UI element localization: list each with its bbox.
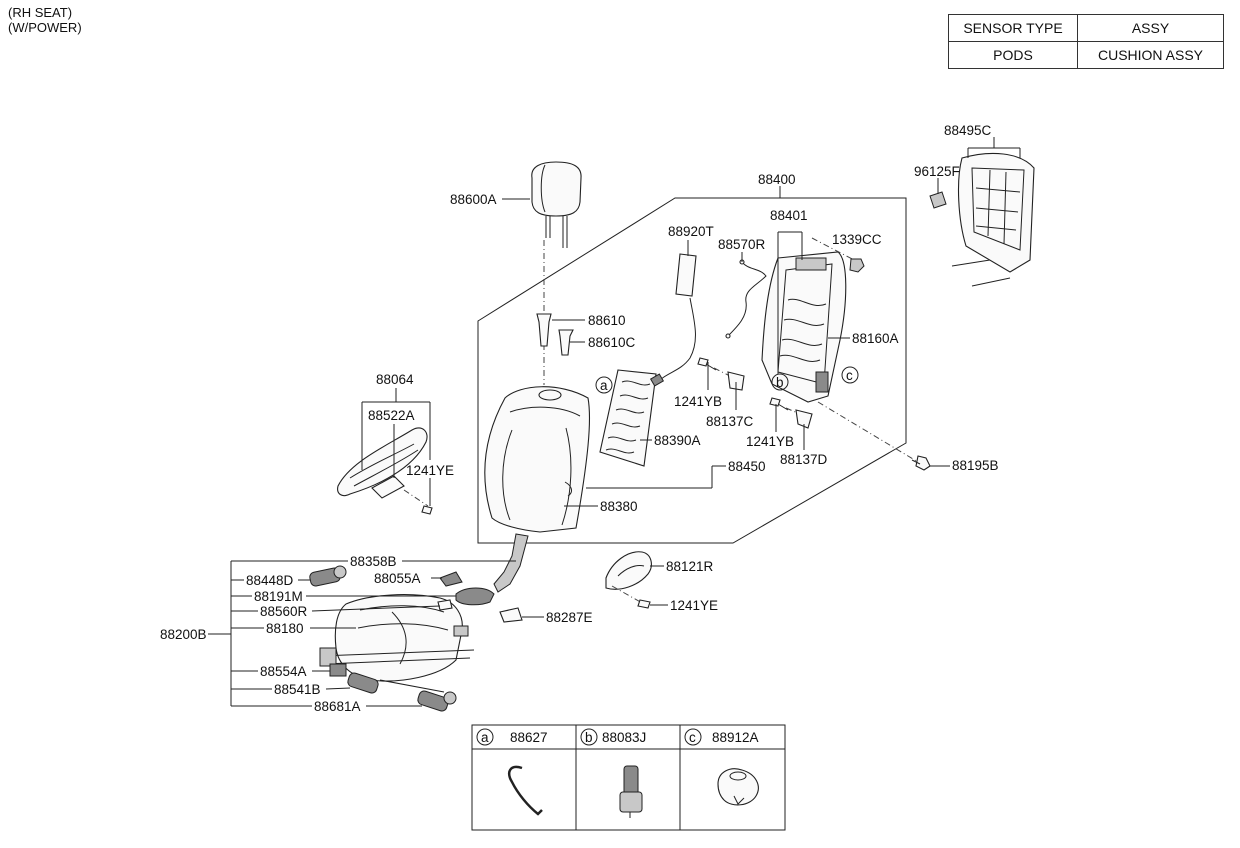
legend-part-number: 88912A (712, 730, 759, 745)
label-88191m: 88191M (254, 589, 303, 604)
bolt-88195b-axis (817, 401, 919, 463)
label-88570r: 88570R (718, 237, 766, 252)
label-1241ye: 1241YE (406, 463, 454, 478)
label-1241yb: 1241YB (674, 394, 722, 409)
label-88541b: 88541B (274, 682, 321, 697)
clip-88055a-drawing (439, 571, 463, 587)
seat-back-pad-drawing (599, 369, 657, 467)
seat-back-frame-drawing (761, 251, 847, 403)
label-88448d: 88448D (246, 573, 294, 588)
seat-power-label: (W/POWER) (8, 20, 82, 35)
label-88681a: 88681A (314, 699, 361, 714)
motor-88448d-drawing (309, 565, 347, 587)
spec-key: SENSOR TYPE (948, 14, 1078, 42)
label-96125f: 96125F (914, 164, 960, 179)
label-88610: 88610 (588, 313, 626, 328)
callout-b-circle (771, 373, 789, 391)
label-88137d: 88137D (780, 452, 828, 467)
nut-1339cc-drawing (849, 258, 865, 273)
label-88920t: 88920T (668, 224, 714, 239)
push-clip-icon (717, 768, 759, 806)
label-88287e: 88287E (546, 610, 593, 625)
legend-cell-a: a 88627 (476, 728, 548, 816)
seat-cushion-drawing (319, 594, 475, 693)
label-88121r: 88121R (666, 559, 714, 574)
spec-table: SENSOR TYPE ASSY PODS CUSHION ASSY (948, 14, 1224, 69)
bolt-88195b-drawing (911, 455, 931, 471)
label-88390a: 88390A (654, 433, 701, 448)
motor-88681a-drawing (417, 690, 457, 712)
leader-lines (208, 137, 1021, 707)
label-88554a: 88554A (260, 664, 307, 679)
side-airbag-drawing (649, 253, 697, 387)
label-88522a: 88522A (368, 408, 415, 423)
label-88358b: 88358B (350, 554, 397, 569)
label-88180: 88180 (266, 621, 304, 636)
callout-a-circle (595, 376, 613, 394)
label-88560r: 88560R (260, 604, 308, 619)
label-1241yb: 1241YB (746, 434, 794, 449)
legend-letter: b (585, 730, 593, 745)
callout-a-letter: a (600, 378, 608, 393)
legend-letter: c (689, 730, 696, 745)
actuator-icon (619, 765, 643, 818)
pods-sensor-drawing (437, 587, 495, 611)
seat-side-label: (RH SEAT) (8, 5, 73, 20)
callout-c-letter: c (846, 368, 853, 383)
part-labels: 88600A 88610 88610C 88400 88401 88920T 8… (160, 123, 999, 714)
headrest-guide-drawing (536, 313, 574, 356)
headrest-drawing (531, 161, 582, 248)
label-88401: 88401 (770, 208, 808, 223)
label-88055a: 88055A (374, 571, 421, 586)
spec-key: PODS (948, 41, 1078, 69)
label-88400: 88400 (758, 172, 796, 187)
legend-box: a 88627 b 88083J c 88912A (471, 724, 786, 831)
module-88554a-drawing (329, 663, 347, 677)
label-1339cc: 1339CC (832, 232, 882, 247)
seat-back-cover-drawing (484, 386, 591, 533)
motor-88541b-drawing (347, 672, 379, 694)
label-88495c: 88495C (944, 123, 992, 138)
label-88064: 88064 (376, 372, 414, 387)
label-88200b: 88200B (160, 627, 207, 642)
label-88450: 88450 (728, 459, 766, 474)
label-88160a: 88160A (852, 331, 899, 346)
label-88600a: 88600A (450, 192, 497, 207)
label-88137c: 88137C (706, 414, 754, 429)
seat-back-panel-drawing (929, 152, 1035, 287)
callout-b-letter: b (776, 375, 784, 390)
spec-value: CUSHION ASSY (1077, 41, 1224, 69)
bolt-bracket-drawing (697, 357, 813, 429)
shield-88121r-drawing (605, 551, 652, 609)
legend-cell-b: b 88083J (580, 728, 646, 818)
label-88195b: 88195B (952, 458, 999, 473)
callout-c-circle (841, 366, 859, 384)
seat-back-assembly-outline (477, 197, 907, 544)
legend-part-number: 88627 (510, 730, 548, 745)
label-88610c: 88610C (588, 335, 636, 350)
label-88380: 88380 (600, 499, 638, 514)
spec-row: PODS CUSHION ASSY (948, 41, 1224, 69)
legend-cell-c: c 88912A (684, 728, 759, 806)
side-shield-drawing (337, 427, 433, 515)
clip-wire-icon (508, 765, 543, 816)
bracket-88287e-drawing (499, 607, 523, 623)
legend-letter: a (481, 730, 489, 745)
frame-dash-line (811, 237, 859, 263)
legend-part-number: 88083J (602, 730, 646, 745)
label-1241ye: 1241YE (670, 598, 718, 613)
wiring-harness-drawing (725, 259, 767, 339)
